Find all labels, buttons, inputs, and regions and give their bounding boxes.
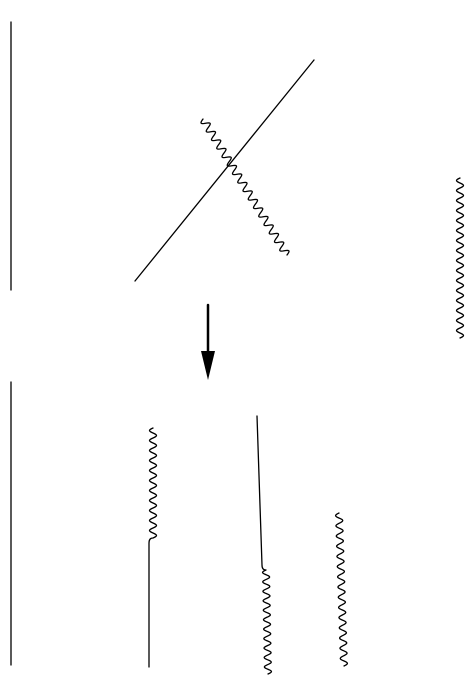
panel-before xyxy=(10,21,465,339)
diagonal-wavy-line xyxy=(200,118,290,256)
diagonal-line xyxy=(134,59,315,282)
vertical-wavy-line-bottom-right xyxy=(334,512,349,667)
vertical-wavy-line-top-right xyxy=(455,177,465,339)
straight-then-wavy-line-middle xyxy=(256,415,273,675)
panel-after xyxy=(10,381,349,675)
straight-then-wavy-line-left xyxy=(148,427,158,668)
arrow-head xyxy=(201,351,215,380)
transition-arrow xyxy=(201,303,215,380)
